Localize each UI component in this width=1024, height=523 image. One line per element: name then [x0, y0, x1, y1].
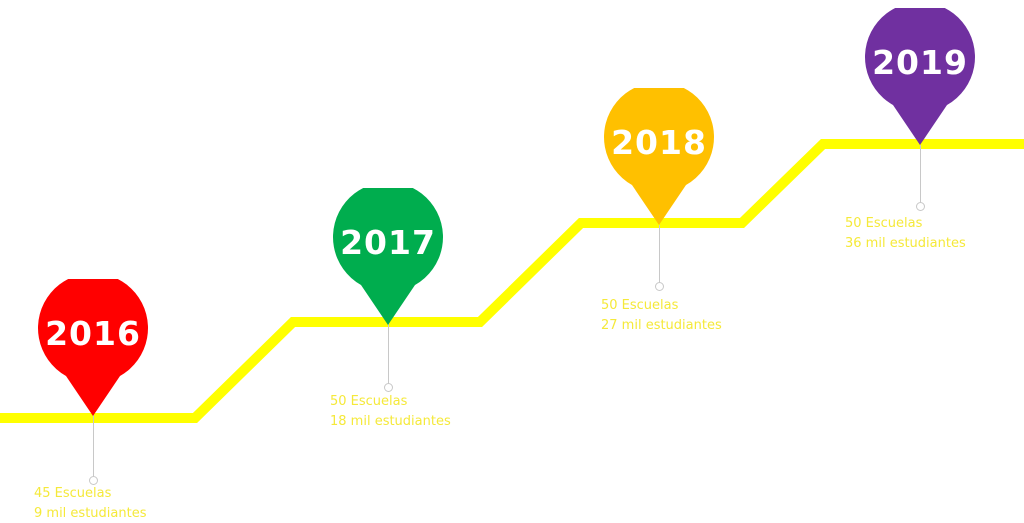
- milestone-stem: [93, 414, 94, 477]
- milestone-dot: [916, 202, 925, 211]
- milestone-stem: [920, 145, 921, 203]
- year-pin: 2016: [33, 279, 153, 416]
- milestone-dot: [655, 282, 664, 291]
- students-count: 9 mil estudiantes: [34, 506, 147, 521]
- milestone-caption: 45 Escuelas 9 mil estudiantes: [34, 484, 146, 523]
- year-label: 2017: [340, 223, 436, 262]
- pin-shape: [333, 188, 443, 325]
- pin-shape: [865, 8, 975, 145]
- pin-shape: [38, 279, 148, 416]
- milestone-caption: 50 Escuelas 27 mil estudiantes: [601, 296, 722, 336]
- milestone-caption: 50 Escuelas 36 mil estudiantes: [845, 214, 966, 254]
- milestone-caption: 50 Escuelas 18 mil estudiantes: [330, 392, 451, 432]
- schools-count: 45 Escuelas: [34, 486, 112, 501]
- timeline-step-line: [0, 139, 1024, 423]
- milestone-dot: [384, 383, 393, 392]
- schools-count: 50 Escuelas: [845, 216, 923, 231]
- year-label: 2019: [872, 43, 968, 82]
- students-count: 27 mil estudiantes: [601, 318, 722, 333]
- milestone-dot: [89, 476, 98, 485]
- year-pin: 2017: [328, 188, 448, 325]
- year-label: 2018: [611, 123, 707, 162]
- schools-count: 50 Escuelas: [330, 394, 408, 409]
- milestone-stem: [659, 225, 660, 283]
- milestone-stem: [388, 322, 389, 384]
- year-pin: 2018: [599, 88, 719, 225]
- year-label: 2016: [45, 314, 141, 353]
- pin-shape: [604, 88, 714, 225]
- students-count: 18 mil estudiantes: [330, 414, 451, 429]
- students-count: 36 mil estudiantes: [845, 236, 966, 251]
- schools-count: 50 Escuelas: [601, 298, 679, 313]
- year-pin: 2019: [860, 8, 980, 145]
